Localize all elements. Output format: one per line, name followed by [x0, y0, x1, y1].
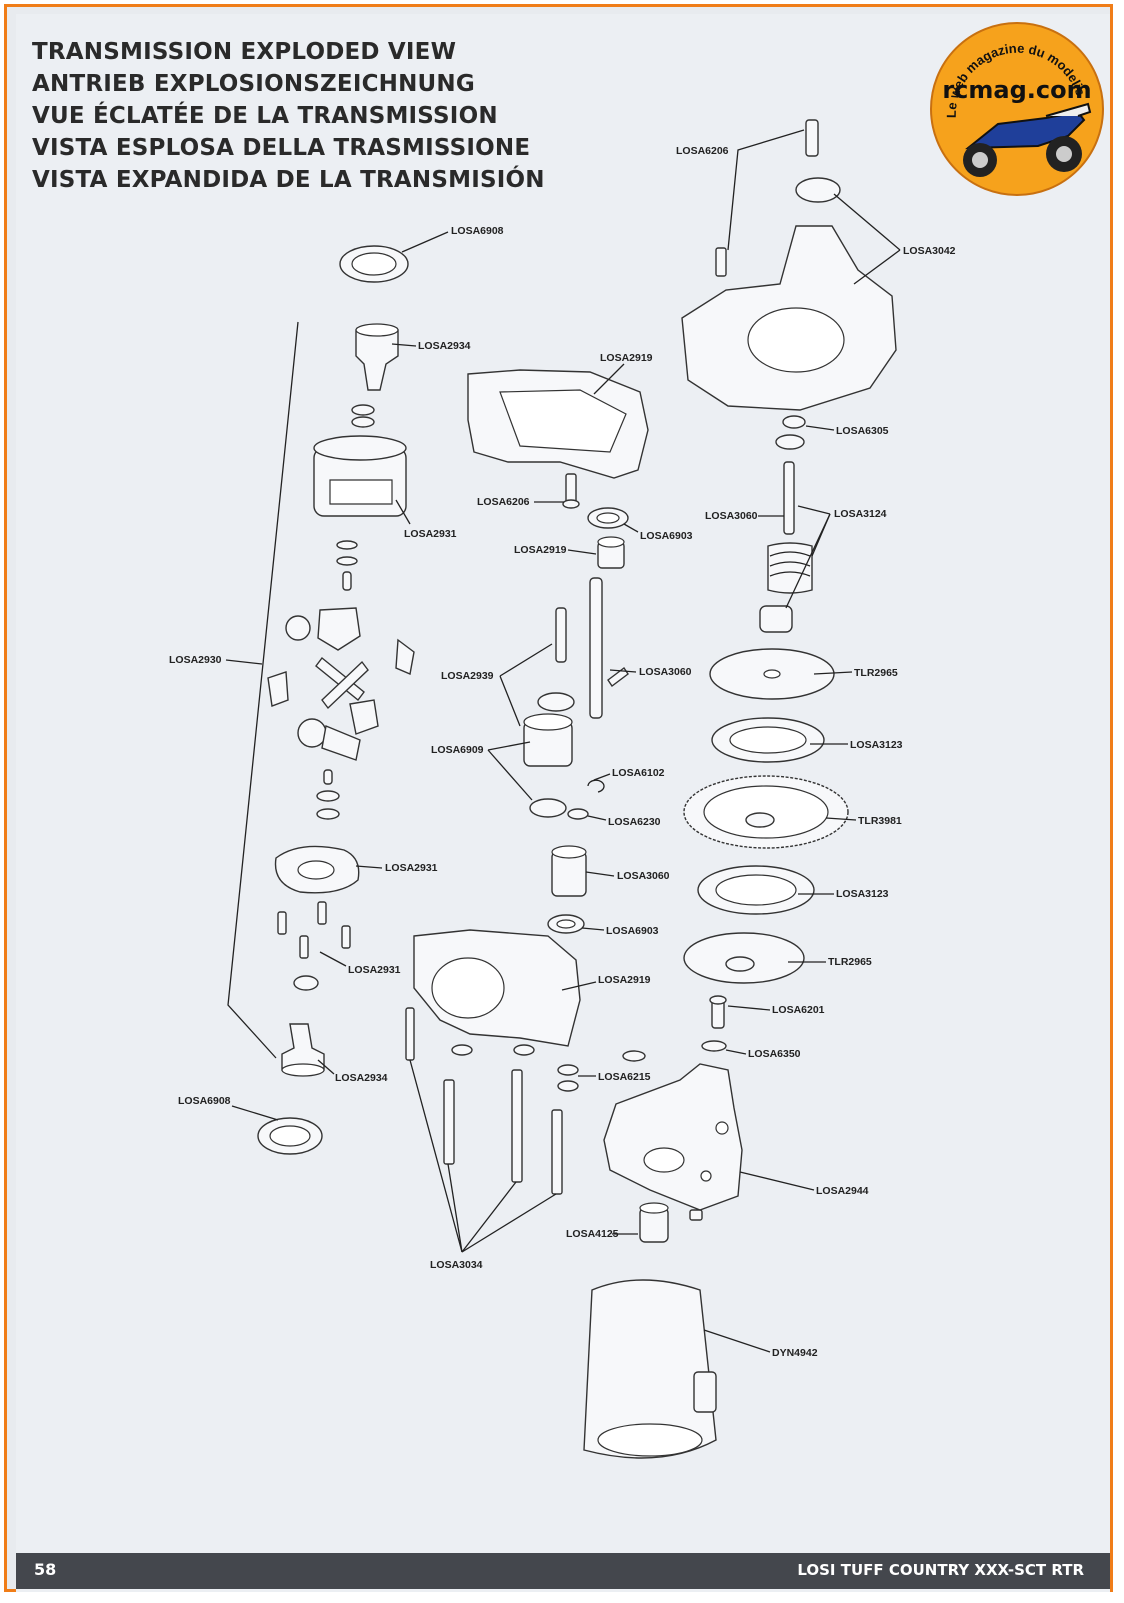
label-losa4125: LOSA4125	[566, 1228, 619, 1240]
title-en: TRANSMISSION EXPLODED VIEW	[32, 39, 457, 65]
motor-dyn4942	[583, 1279, 771, 1459]
buggy-icon	[963, 102, 1092, 177]
idler-gear-losa6909	[487, 692, 575, 818]
label-losa3124: LOSA3124	[834, 508, 887, 520]
bearing-losa6903-top	[587, 507, 639, 533]
label-losa6206-mid: LOSA6206	[477, 496, 530, 508]
bearing-losa6908-top	[339, 231, 449, 283]
bushing-losa2919-mid	[567, 536, 625, 569]
diff-bevel-gears-losa2930	[225, 607, 415, 761]
label-losa3060-shaft: LOSA3060	[705, 510, 758, 522]
title-es: VISTA EXPANDIDA DE LA TRANSMISIÓN	[32, 167, 545, 193]
label-losa3042: LOSA3042	[903, 245, 956, 257]
label-losa6230: LOSA6230	[608, 816, 661, 828]
diff-screws	[277, 901, 351, 967]
label-losa6903-top: LOSA6903	[640, 530, 693, 542]
title-fr: VUE ÉCLATÉE DE LA TRANSMISSION	[32, 103, 498, 129]
washer-losa6230	[567, 808, 607, 821]
case-half-losa2919-bottom	[413, 929, 597, 1047]
label-losa2934-bottom: LOSA2934	[335, 1072, 388, 1084]
label-losa2944: LOSA2944	[816, 1185, 869, 1197]
idler-shaft-pins	[499, 577, 637, 727]
outdrive-losa2934-bottom	[281, 1023, 335, 1077]
long-screws-losa3034	[405, 1007, 563, 1253]
slipper-plate-tlr2965-top	[709, 648, 853, 700]
slipper-plate-tlr2965-bottom	[683, 932, 826, 984]
bearing-losa6903-bottom	[547, 914, 605, 934]
pinion-losa4125	[612, 1202, 703, 1243]
label-tlr3981: TLR3981	[858, 815, 902, 827]
spur-gear-tlr3981	[683, 775, 857, 849]
label-losa6908-bottom: LOSA6908	[178, 1095, 231, 1107]
label-losa6903-bottom: LOSA6903	[606, 925, 659, 937]
label-losa2931-gear: LOSA2931	[404, 528, 457, 540]
diff-cup-washer	[293, 975, 319, 991]
top-cover-losa3042	[681, 177, 901, 411]
screws-losa6206-top	[715, 119, 819, 277]
label-tlr2965-bottom: TLR2965	[828, 956, 872, 968]
gear-losa3060	[551, 845, 615, 897]
screw-losa6206-mid	[534, 473, 580, 509]
slipper-pad-losa3123-top	[711, 717, 848, 763]
slipper-pad-losa3123-bottom	[697, 865, 834, 915]
footer-title: LOSI TUFF COUNTRY XXX-SCT RTR	[797, 1561, 1084, 1579]
title-block: TRANSMISSION EXPLODED VIEW ANTRIEB EXPLO…	[32, 36, 545, 196]
label-losa6305: LOSA6305	[836, 425, 889, 437]
diff-lower-washers	[316, 769, 340, 820]
rcmag-logo: Le web magazine du modelisme rcmag.com	[928, 20, 1104, 196]
clip-losa6102	[587, 773, 611, 793]
washers-top-left	[351, 404, 375, 428]
label-losa6102: LOSA6102	[612, 767, 665, 779]
washers-losa6215	[451, 1044, 646, 1092]
label-losa6206-top: LOSA6206	[676, 145, 729, 157]
motor-plate-losa2944	[603, 1063, 815, 1211]
label-losa2919-bottom: LOSA2919	[598, 974, 651, 986]
label-losa3060-pin: LOSA3060	[639, 666, 692, 678]
case-half-losa2919-top	[467, 363, 649, 479]
label-losa3034: LOSA3034	[430, 1259, 483, 1271]
label-losa2919-mid: LOSA2919	[514, 544, 567, 556]
label-losa6909: LOSA6909	[431, 744, 484, 756]
nut-losa6305	[782, 415, 835, 431]
label-losa2931-screws: LOSA2931	[348, 964, 401, 976]
diff-gear-losa2931	[313, 435, 411, 525]
label-losa2919-top: LOSA2919	[600, 352, 653, 364]
diff-cup-losa2931	[274, 845, 383, 894]
outdrive-losa2934-top	[355, 323, 417, 391]
label-losa2931-cup: LOSA2931	[385, 862, 438, 874]
page-number: 58	[34, 1560, 57, 1579]
left-bracket-line	[227, 321, 299, 1059]
bearing-losa6908-bottom	[231, 1105, 323, 1155]
label-losa3060-gear: LOSA3060	[617, 870, 670, 882]
label-losa2930: LOSA2930	[169, 654, 222, 666]
label-losa2934-top: LOSA2934	[418, 340, 471, 352]
label-losa2939: LOSA2939	[441, 670, 494, 682]
label-losa6201: LOSA6201	[772, 1004, 825, 1016]
logo-brand: rcmag.com	[942, 76, 1091, 104]
label-dyn4942: DYN4942	[772, 1347, 818, 1359]
washer-losa6350	[701, 1040, 747, 1055]
label-losa3123-top: LOSA3123	[850, 739, 903, 751]
slipper-shaft-springs	[758, 434, 831, 633]
label-losa6215: LOSA6215	[598, 1071, 651, 1083]
label-losa6350: LOSA6350	[748, 1048, 801, 1060]
screw-losa6201	[709, 995, 771, 1029]
diff-small-washers	[336, 540, 358, 591]
label-tlr2965-top: TLR2965	[854, 667, 898, 679]
label-losa3123-bottom: LOSA3123	[836, 888, 889, 900]
title-de: ANTRIEB EXPLOSIONSZEICHNUNG	[32, 71, 475, 97]
footer-bar	[16, 1553, 1110, 1589]
title-it: VISTA ESPLOSA DELLA TRASMISSIONE	[32, 135, 531, 161]
label-losa6908-top: LOSA6908	[451, 225, 504, 237]
